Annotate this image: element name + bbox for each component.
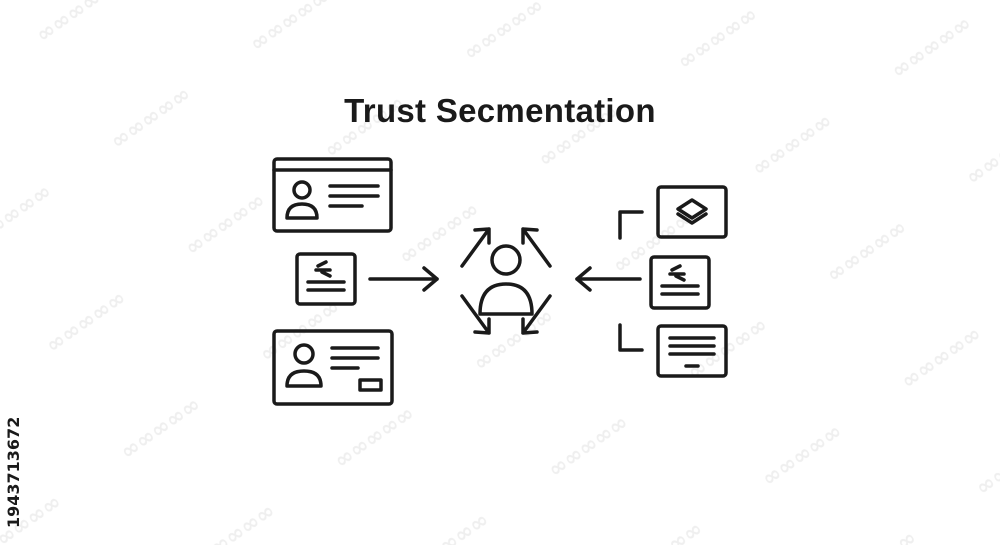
arrow-right-icon — [368, 266, 439, 292]
user-icon — [478, 244, 534, 316]
bracket-connector — [618, 210, 644, 352]
expand-arrows-icon — [460, 227, 552, 335]
stock-image-id: 1943713672 — [4, 416, 23, 528]
id-card-icon — [272, 329, 394, 406]
diagram-title: Trust Secmentation — [344, 92, 656, 129]
small-document-icon — [295, 252, 357, 306]
small-document-icon — [649, 255, 711, 310]
layers-icon — [656, 185, 728, 239]
arrow-left-icon — [575, 266, 642, 292]
id-card-icon — [272, 157, 393, 233]
text-document-icon — [656, 324, 728, 378]
